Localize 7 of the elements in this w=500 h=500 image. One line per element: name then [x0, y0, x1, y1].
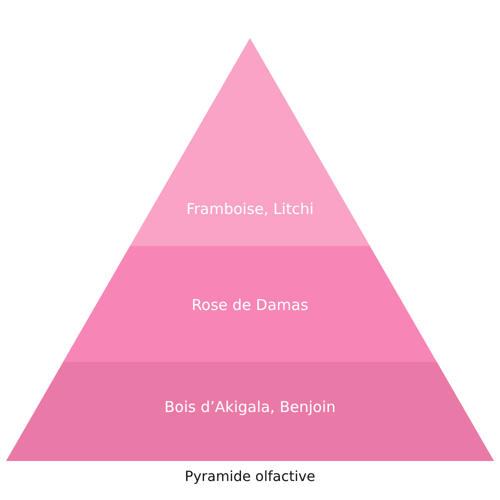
- tier-label: Framboise, Litchi: [186, 200, 314, 218]
- pyramid-tier: [6, 362, 494, 461]
- tier-label: Rose de Damas: [192, 296, 308, 314]
- pyramid-tier: [63, 246, 437, 362]
- caption: Pyramide olfactive: [184, 469, 316, 485]
- pyramid-tier: [130, 38, 370, 246]
- tier-label: Bois d’Akigala, Benjoin: [164, 398, 336, 416]
